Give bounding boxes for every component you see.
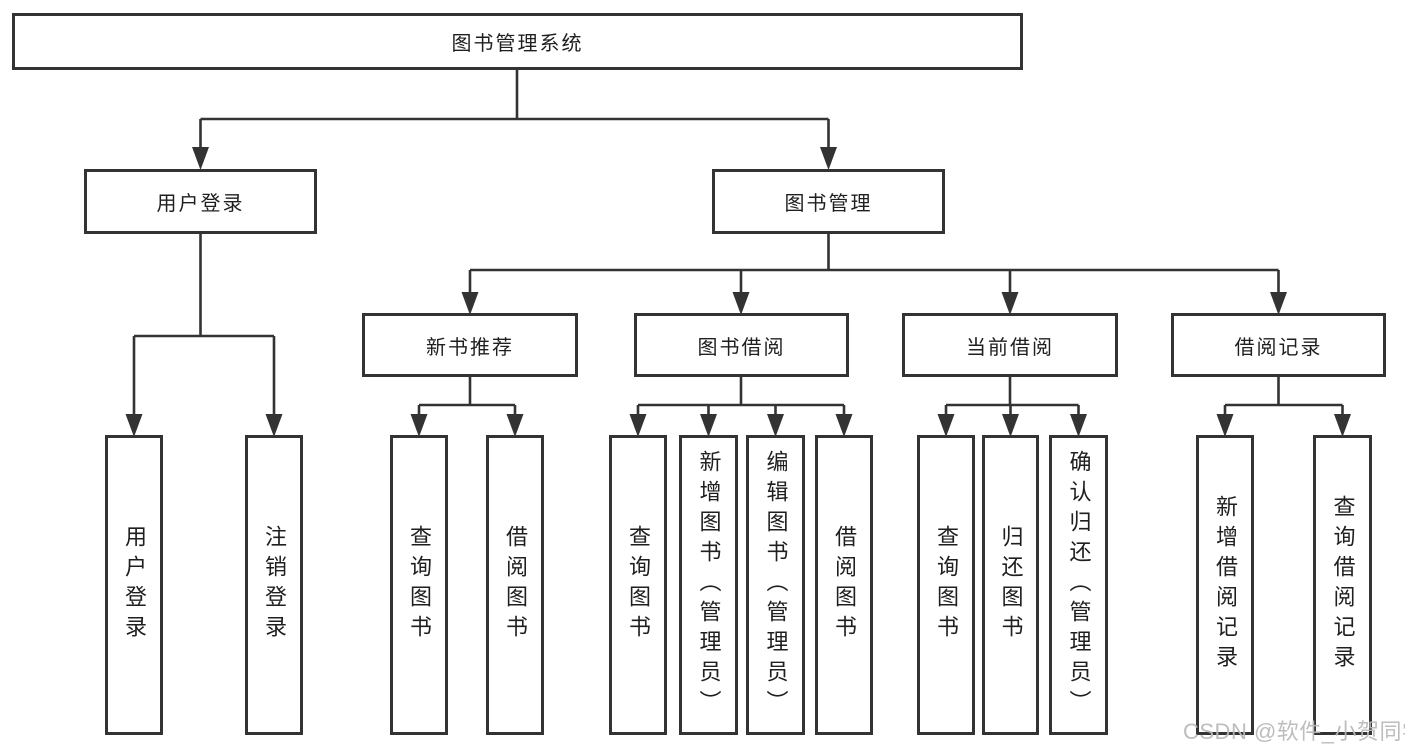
leaf-borrow-books: 借阅图书 (815, 435, 873, 735)
leaf-recommend-query-books: 查询图书 (390, 435, 448, 735)
node-label: 确认归还（管理员） (1066, 450, 1092, 720)
node-label: 新增图书（管理员） (696, 450, 722, 720)
arrowhead (835, 414, 853, 437)
arrowhead (125, 414, 143, 437)
arrowhead (1334, 414, 1351, 437)
node-book-borrow: 图书借阅 (634, 313, 849, 377)
node-label: 注销登录 (262, 525, 287, 645)
leaf-borrow-query-books: 查询图书 (609, 435, 667, 735)
node-label: 借阅记录 (1234, 336, 1323, 359)
node-label: 当前借阅 (966, 336, 1054, 359)
node-label: 用户登录 (156, 193, 245, 215)
arrowhead (820, 147, 837, 170)
node-user-login-module: 用户登录 (84, 169, 317, 234)
node-label: 归还图书 (998, 525, 1024, 645)
connector-path (132, 70, 1344, 416)
arrowhead (937, 414, 955, 437)
arrowhead (629, 414, 647, 437)
node-label: 图书管理 (784, 193, 873, 215)
leaf-query-borrow-record: 查询借阅记录 (1313, 435, 1372, 735)
arrowhead (700, 414, 717, 437)
leaf-return-books: 归还图书 (982, 435, 1039, 735)
node-root-system: 图书管理系统 (12, 13, 1023, 70)
arrowhead (1070, 414, 1087, 437)
leaf-add-borrow-record: 新增借阅记录 (1196, 435, 1254, 735)
arrowhead (1002, 414, 1019, 437)
node-label: 图书借阅 (697, 336, 786, 359)
node-label: 查询图书 (407, 525, 432, 645)
node-label: 查询图书 (934, 525, 959, 645)
node-label: 查询借阅记录 (1330, 495, 1356, 675)
node-book-management-module: 图书管理 (712, 169, 945, 234)
node-borrow-records: 借阅记录 (1171, 313, 1386, 377)
arrowhead (767, 414, 784, 437)
arrowhead (732, 292, 750, 315)
arrowhead (1001, 292, 1019, 315)
leaf-logout: 注销登录 (245, 435, 303, 735)
arrowhead (1270, 292, 1287, 315)
arrowhead (265, 414, 283, 437)
leaf-user-login: 用户登录 (105, 435, 163, 735)
node-label: 借阅图书 (832, 525, 857, 645)
node-label: 图书管理系统 (451, 33, 584, 55)
node-label: 新增借阅记录 (1213, 495, 1238, 675)
node-label: 查询图书 (626, 525, 651, 645)
node-label: 用户登录 (122, 525, 147, 645)
node-label: 编辑图书（管理员） (763, 450, 789, 720)
node-current-borrow: 当前借阅 (902, 313, 1118, 377)
arrowhead (461, 292, 479, 315)
leaf-confirm-return-admin: 确认归还（管理员） (1049, 435, 1108, 735)
node-label: 借阅图书 (503, 525, 528, 645)
csdn-watermark: CSDN @软件_小贺同学 (1183, 719, 1405, 744)
arrowhead (192, 147, 209, 170)
node-new-book-recommend: 新书推荐 (362, 313, 578, 377)
leaf-current-query-books: 查询图书 (917, 435, 975, 735)
arrowhead (506, 414, 524, 437)
leaf-recommend-borrow-books: 借阅图书 (486, 435, 544, 735)
arrowhead (1216, 414, 1234, 437)
leaf-edit-books-admin: 编辑图书（管理员） (746, 435, 805, 735)
node-label: 新书推荐 (426, 336, 514, 359)
arrowhead (410, 414, 428, 437)
leaf-add-books-admin: 新增图书（管理员） (679, 435, 738, 735)
